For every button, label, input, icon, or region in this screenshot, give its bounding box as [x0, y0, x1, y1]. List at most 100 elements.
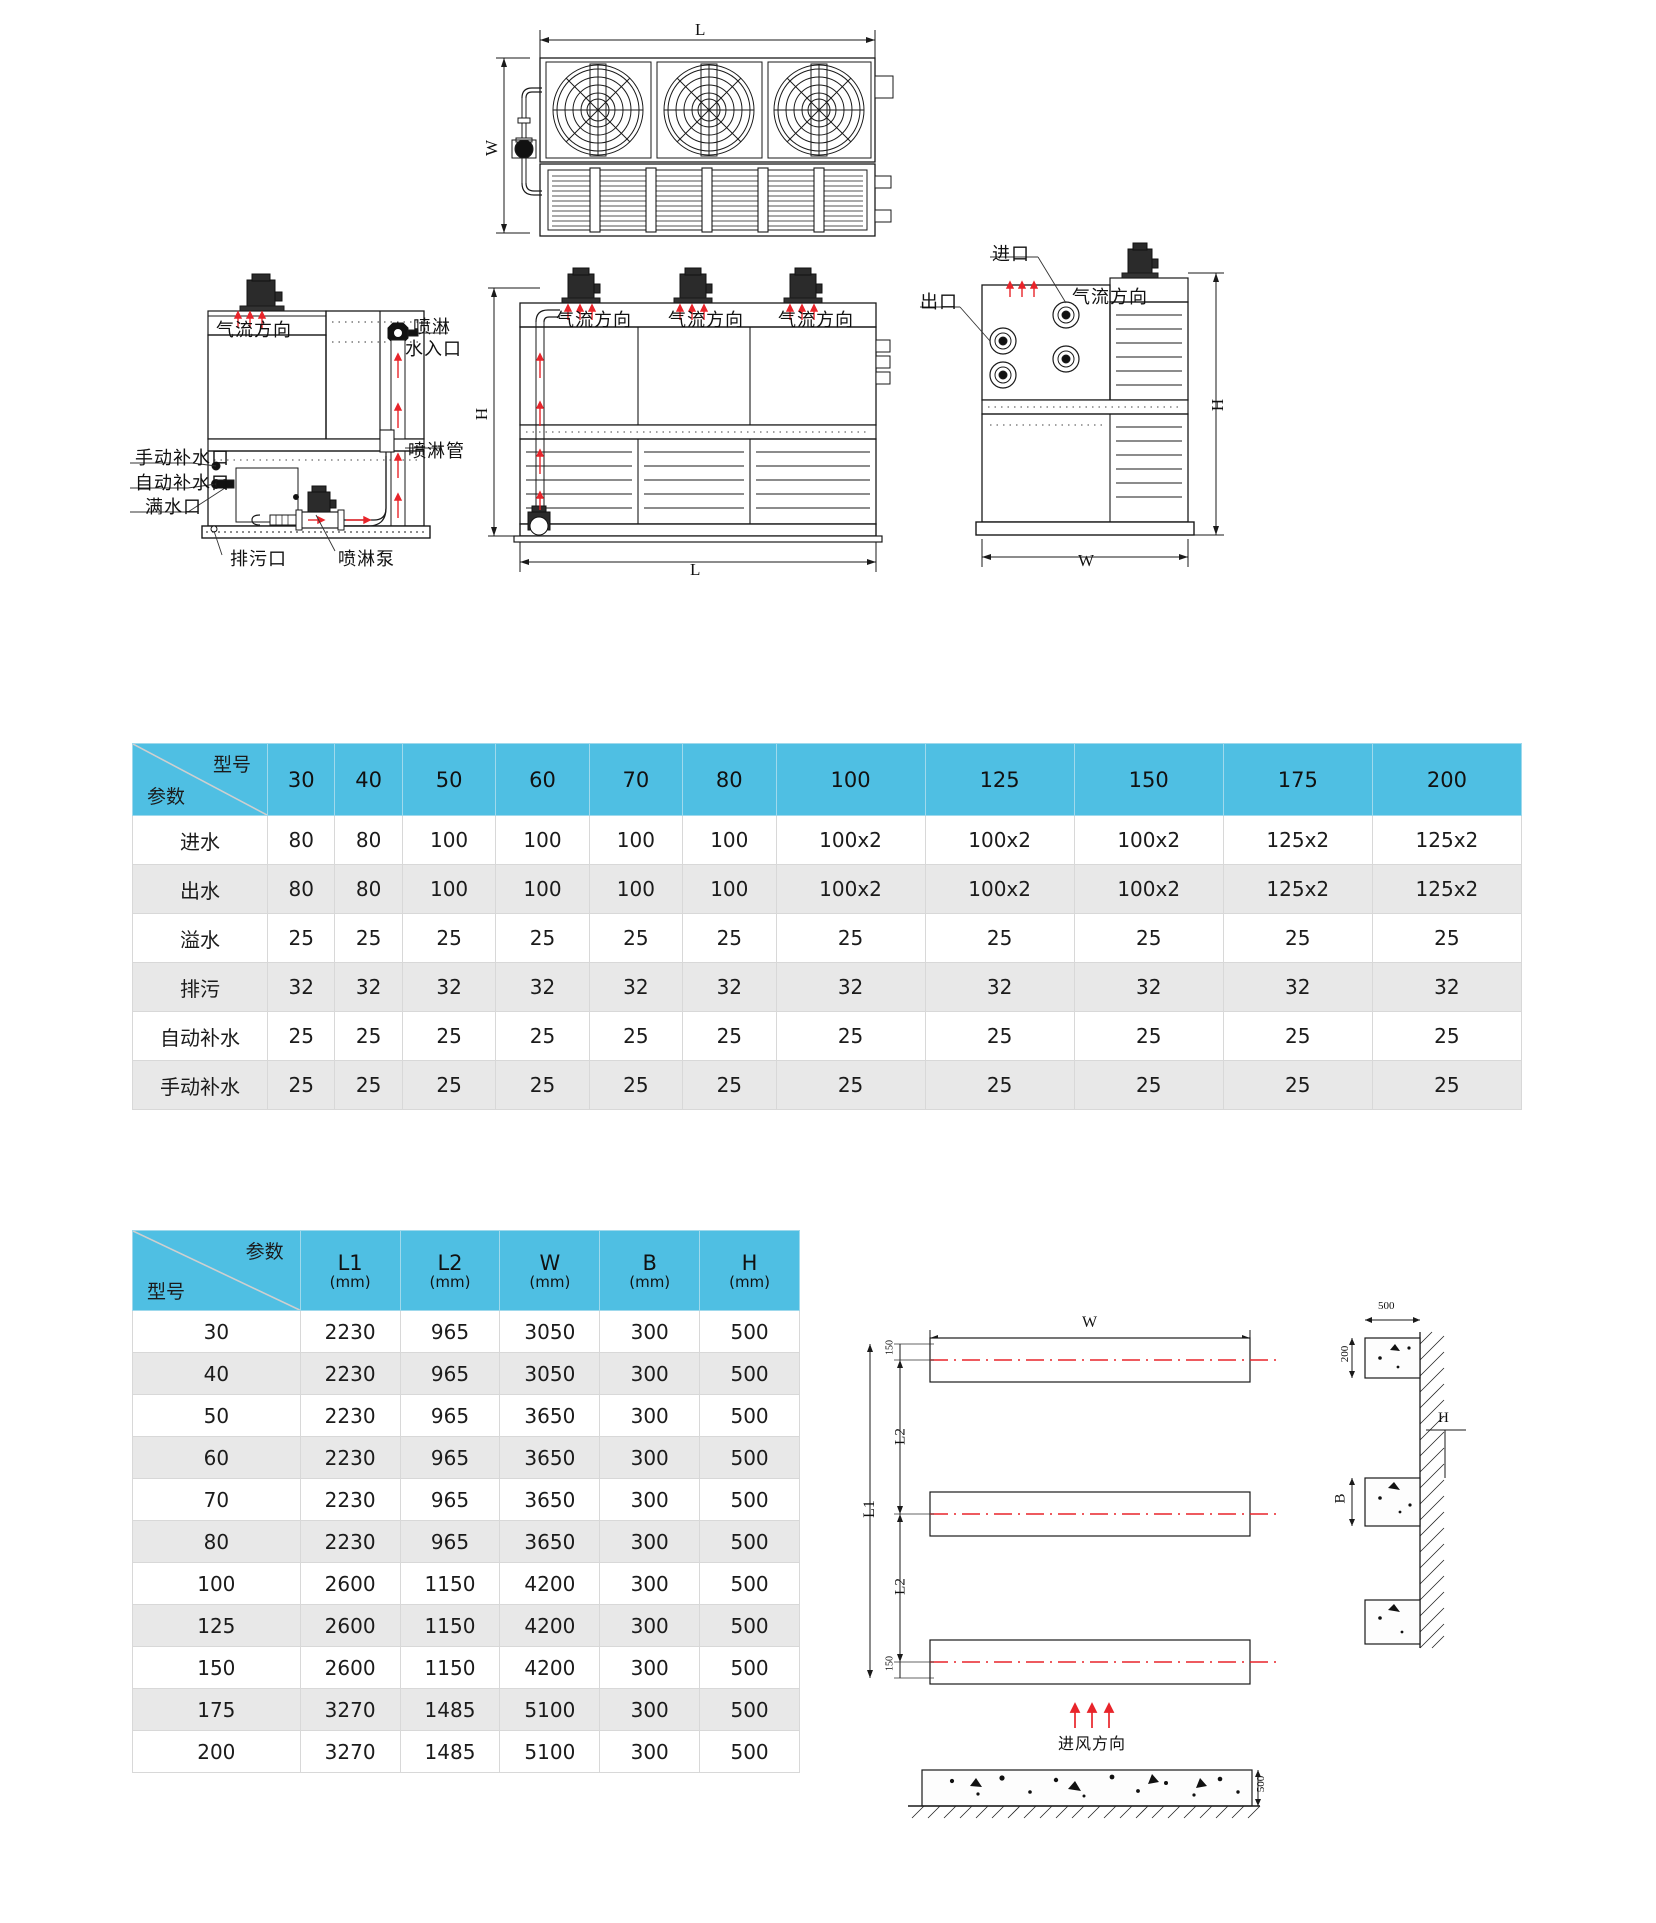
- port-table-corner-param-label: 参数: [147, 786, 186, 808]
- table-row: 溢水 25 25 25 25 25 25 25 25 25 25 25: [132, 913, 1523, 963]
- dim-cell-10-3: 300: [599, 1730, 701, 1773]
- port-cell-1-1: 80: [334, 864, 403, 914]
- dim-cell-8-3: 300: [599, 1646, 701, 1689]
- dim-cell-7-4: 500: [699, 1604, 800, 1647]
- port-cell-2-6: 25: [775, 913, 926, 963]
- dim-row-model-8: 150: [132, 1646, 301, 1689]
- port-cell-3-5: 32: [682, 962, 777, 1012]
- dim-cell-10-2: 5100: [499, 1730, 601, 1773]
- dim-cell-3-3: 300: [599, 1436, 701, 1479]
- dim-cell-0-2: 3050: [499, 1310, 601, 1353]
- port-cell-0-1: 80: [334, 815, 403, 865]
- front-view-airflow-2: 气流方向: [668, 310, 744, 331]
- port-cell-0-5: 100: [682, 815, 777, 865]
- dim-cell-6-2: 4200: [499, 1562, 601, 1605]
- port-cell-2-1: 25: [334, 913, 403, 963]
- manual-makeup-port-label: 手动补水口: [135, 448, 230, 469]
- table-row: 125 2600 1150 4200 300 500: [132, 1604, 800, 1647]
- dim-cell-9-2: 5100: [499, 1688, 601, 1731]
- port-cell-2-8: 25: [1073, 913, 1224, 963]
- dim-cell-7-2: 4200: [499, 1604, 601, 1647]
- port-cell-3-0: 32: [266, 962, 336, 1012]
- dim-cell-9-3: 300: [599, 1688, 701, 1731]
- dim-col-unit-H: (mm): [729, 1272, 771, 1291]
- table-row: 80 2230 965 3650 300 500: [132, 1520, 800, 1563]
- port-col-head-1: 40: [334, 743, 403, 816]
- port-cell-2-4: 25: [588, 913, 684, 963]
- table-row: 自动补水 25 25 25 25 25 25 25 25 25 25 25: [132, 1011, 1523, 1061]
- port-cell-4-6: 25: [775, 1011, 926, 1061]
- port-cell-2-3: 25: [495, 913, 590, 963]
- port-cell-1-0: 80: [266, 864, 336, 914]
- dim-cell-5-0: 2230: [299, 1520, 401, 1563]
- port-row-label-4: 自动补水: [132, 1011, 268, 1061]
- dim-table-corner-param-label: 参数: [245, 1241, 284, 1263]
- port-cell-4-8: 25: [1073, 1011, 1224, 1061]
- foundation-dim-W: W: [1082, 1314, 1098, 1331]
- dim-col-unit-W: (mm): [529, 1272, 571, 1291]
- left-side-view: 气流方向 喷淋 水入口 喷淋管 手动补水口 自动补水口 满水口 排污口 喷淋泵: [130, 270, 480, 580]
- dim-cell-10-4: 500: [699, 1730, 800, 1773]
- front-view-airflow-1: 气流方向: [556, 310, 632, 331]
- dim-cell-4-0: 2230: [299, 1478, 401, 1521]
- dim-row-model-7: 125: [132, 1604, 301, 1647]
- spray-pump-label: 喷淋泵: [338, 549, 395, 570]
- port-row-label-0: 进水: [132, 815, 268, 865]
- port-cell-3-8: 32: [1073, 962, 1224, 1012]
- port-cell-0-0: 80: [266, 815, 336, 865]
- port-cell-4-1: 25: [334, 1011, 403, 1061]
- top-view-dim-W: W: [482, 139, 501, 157]
- top-view-dim-L: L: [695, 20, 706, 39]
- port-cell-3-6: 32: [775, 962, 926, 1012]
- port-cell-4-4: 25: [588, 1011, 684, 1061]
- dim-cell-5-1: 965: [399, 1520, 501, 1563]
- port-cell-5-9: 25: [1222, 1060, 1373, 1110]
- front-view-airflow-3: 气流方向: [778, 310, 854, 331]
- dim-cell-6-1: 1150: [399, 1562, 501, 1605]
- corner-diagonal-line: [133, 1231, 300, 1310]
- spray-water-inlet-label-line1: 喷淋: [413, 317, 451, 338]
- dim-cell-1-0: 2230: [299, 1352, 401, 1395]
- foundation-plan-svg: [867, 1317, 1466, 1819]
- dim-cell-2-4: 500: [699, 1394, 800, 1437]
- port-cell-4-5: 25: [682, 1011, 777, 1061]
- dim-table-header-row: 参数 型号 L1 (mm) L2 (mm) W (mm) B: [132, 1230, 800, 1311]
- port-cell-1-4: 100: [588, 864, 684, 914]
- port-cell-1-5: 100: [682, 864, 777, 914]
- intake-direction-label: 进风方向: [1058, 1734, 1127, 1753]
- foundation-dim-200: 200: [1339, 1345, 1351, 1363]
- left-side-view-svg: [130, 273, 448, 556]
- dim-cell-8-1: 1150: [399, 1646, 501, 1689]
- front-elevation-view: 气流方向 气流方向 气流方向 H L: [472, 260, 900, 580]
- spray-water-inlet-label-line2: 水入口: [405, 339, 462, 360]
- port-cell-2-7: 25: [924, 913, 1075, 963]
- table-row: 50 2230 965 3650 300 500: [132, 1394, 800, 1437]
- port-col-head-3: 60: [495, 743, 590, 816]
- dim-cell-1-4: 500: [699, 1352, 800, 1395]
- dim-cell-9-1: 1485: [399, 1688, 501, 1731]
- port-cell-4-9: 25: [1222, 1011, 1373, 1061]
- right-side-view: 进口 出口 气流方向 H W: [920, 235, 1230, 570]
- dim-cell-6-4: 500: [699, 1562, 800, 1605]
- dim-cell-5-3: 300: [599, 1520, 701, 1563]
- dim-cell-3-2: 3650: [499, 1436, 601, 1479]
- port-cell-2-9: 25: [1222, 913, 1373, 963]
- port-cell-3-2: 32: [401, 962, 497, 1012]
- dim-cell-4-2: 3650: [499, 1478, 601, 1521]
- dim-cell-7-1: 1150: [399, 1604, 501, 1647]
- dim-row-model-6: 100: [132, 1562, 301, 1605]
- table-row: 进水 80 80 100 100 100 100 100x2 100x2 100…: [132, 815, 1523, 865]
- port-cell-1-7: 100x2: [924, 864, 1075, 914]
- dim-col-name-W: W: [539, 1250, 561, 1275]
- right-view-airflow-label: 气流方向: [1072, 287, 1148, 308]
- port-cell-5-6: 25: [775, 1060, 926, 1110]
- port-cell-5-3: 25: [495, 1060, 590, 1110]
- dim-cell-3-4: 500: [699, 1436, 800, 1479]
- table-row: 手动补水 25 25 25 25 25 25 25 25 25 25 25: [132, 1060, 1523, 1110]
- port-cell-1-10: 125x2: [1371, 864, 1523, 914]
- port-cell-5-1: 25: [334, 1060, 403, 1110]
- spray-pipe-label: 喷淋管: [408, 441, 465, 462]
- dim-cell-10-1: 1485: [399, 1730, 501, 1773]
- port-cell-2-2: 25: [401, 913, 497, 963]
- port-cell-2-10: 25: [1371, 913, 1523, 963]
